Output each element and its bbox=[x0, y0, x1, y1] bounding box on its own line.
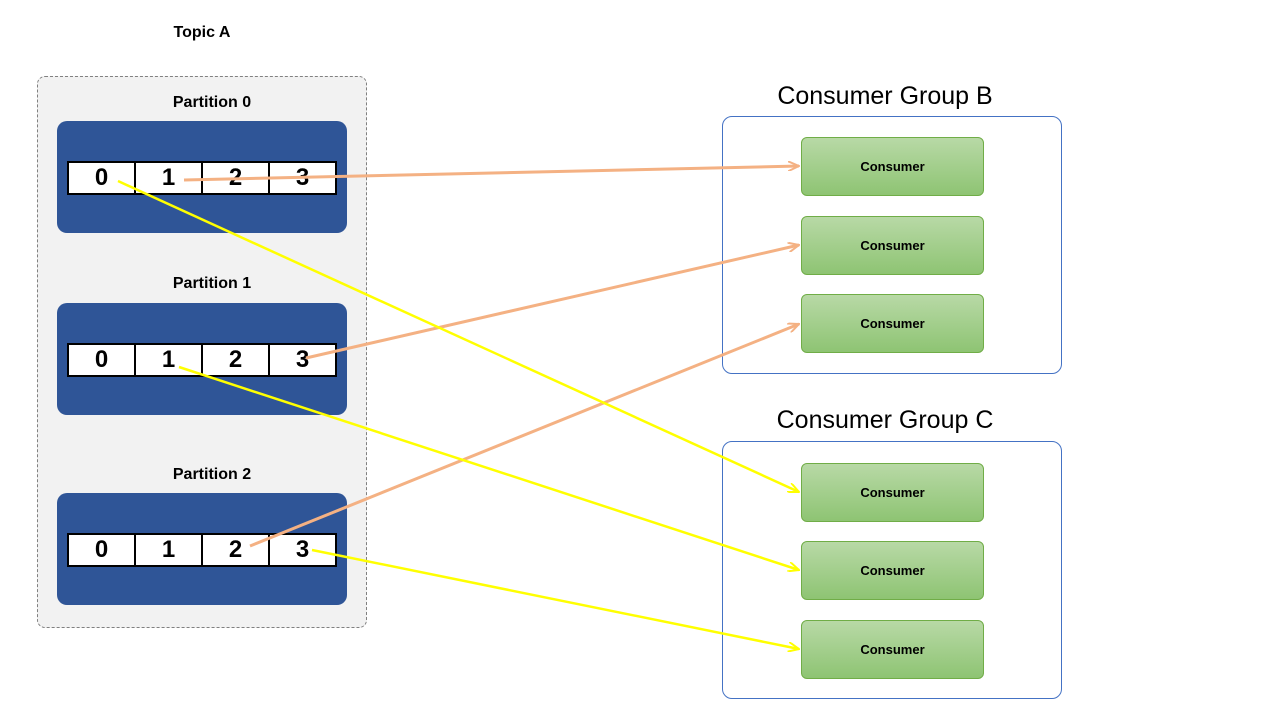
arrow-p0-to-group-c-consumer-1 bbox=[117, 179, 799, 494]
group-b-consumer-2: Consumer bbox=[801, 216, 984, 275]
arrow-p1-to-group-b-consumer-2 bbox=[305, 245, 799, 360]
group-c-consumer-1: Consumer bbox=[801, 463, 984, 522]
group-b-consumer-1: Consumer bbox=[801, 137, 984, 196]
group-c-container bbox=[722, 441, 1062, 699]
offset-cell: 1 bbox=[134, 345, 201, 375]
offset-cell: 3 bbox=[268, 535, 335, 565]
arrow-p2-to-group-b-consumer-3 bbox=[249, 324, 799, 548]
group-c-consumer-3: Consumer bbox=[801, 620, 984, 679]
group-b-consumer-3: Consumer bbox=[801, 294, 984, 353]
offset-cell: 2 bbox=[201, 345, 268, 375]
offset-cell: 0 bbox=[94, 164, 109, 191]
offset-cell: 1 bbox=[134, 163, 201, 193]
group-c-consumer-2: Consumer bbox=[801, 541, 984, 600]
offset-cell: 3 bbox=[268, 345, 335, 375]
group-b-container bbox=[722, 116, 1062, 374]
topic-title: Topic A bbox=[173, 24, 231, 41]
offset-cell: 1 bbox=[134, 535, 201, 565]
partition-2-block: 0 1 2 3 bbox=[57, 493, 347, 605]
partition-2-offsets: 0 1 2 3 bbox=[67, 533, 337, 567]
arrow-p0-to-group-b-consumer-1 bbox=[183, 166, 799, 182]
offset-cell: 2 bbox=[201, 535, 268, 565]
partition-0-label: Partition 0 bbox=[172, 94, 252, 111]
partition-1-offsets: 0 1 2 3 bbox=[67, 343, 337, 377]
offset-cell: 0 bbox=[94, 346, 109, 373]
arrow-p2-to-group-c-consumer-3 bbox=[311, 548, 799, 649]
group-b-title: Consumer Group B bbox=[777, 82, 993, 110]
offset-cell: 0 bbox=[94, 536, 109, 563]
partition-2-label: Partition 2 bbox=[172, 466, 252, 483]
group-c-title: Consumer Group C bbox=[776, 406, 994, 434]
partition-1-label: Partition 1 bbox=[172, 275, 252, 292]
partition-1-block: 0 1 2 3 bbox=[57, 303, 347, 415]
arrow-p1-to-group-c-consumer-2 bbox=[178, 365, 799, 570]
